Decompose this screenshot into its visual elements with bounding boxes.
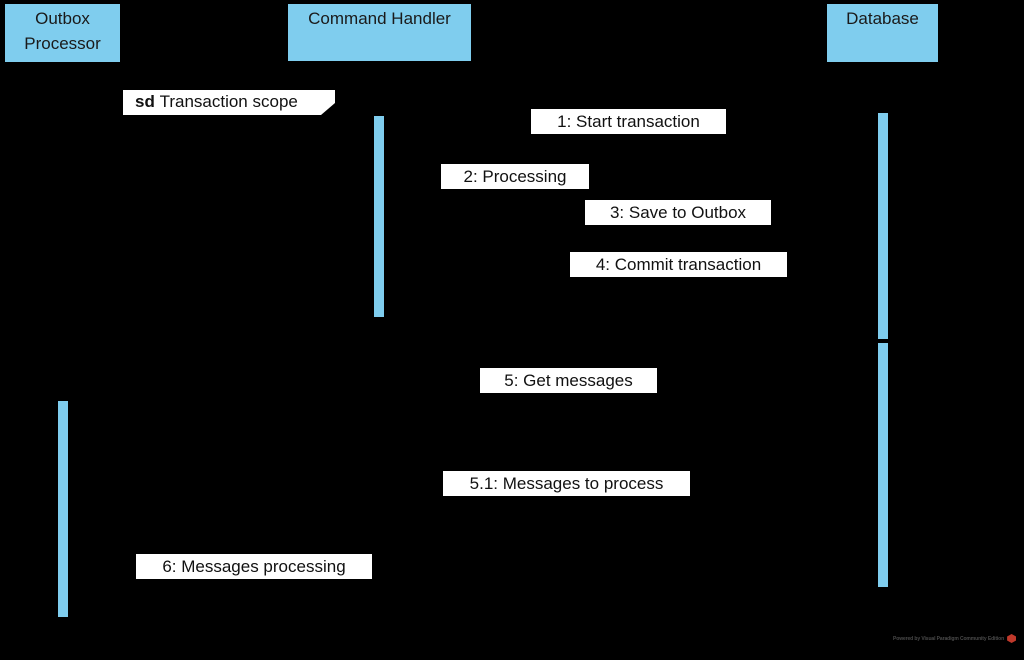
message-arrowhead-4 [866,275,877,287]
message-arrowhead-5 [866,391,877,403]
lifeline-header-database[interactable]: Database [825,2,940,64]
message-arrowhead-3 [866,223,877,235]
message-arrow-4 [385,280,877,282]
watermark-text: Powered by Visual Paradigm Community Edi… [893,635,1005,642]
watermark: Powered by Visual Paradigm Community Edi… [893,634,1017,643]
message-label-1[interactable]: 1: Start transaction [531,109,726,134]
fragment-name: Transaction scope [159,92,298,111]
activation-bar-database-first[interactable] [877,112,889,340]
fragment-keyword: sd [135,92,155,111]
message-label-5[interactable]: 5: Get messages [480,368,657,393]
message-label-6[interactable]: 6: Messages processing [136,554,372,579]
message-arrow-5 [69,396,877,398]
message-arrow-3 [385,228,877,230]
message-label-3[interactable]: 3: Save to Outbox [585,200,771,225]
message-label-4[interactable]: 4: Commit transaction [570,252,787,277]
activation-bar-outbox-processor[interactable] [57,400,69,618]
fragment-frame-transaction-scope [123,90,893,320]
message-arrowhead-6 [69,575,80,587]
fragment-label-transaction-scope: sd Transaction scope [123,90,335,115]
message-arrowhead-2 [385,185,396,197]
activation-bar-command-handler[interactable] [373,115,385,318]
message-arrowhead-5-1 [69,494,80,506]
message-arrow-5-1 [69,499,877,501]
lifeline-header-outbox-processor[interactable]: Outbox Processor [3,2,122,64]
lifeline-stem-outbox [62,64,64,654]
message-arrow-1 [385,137,877,139]
message-arrowhead-1 [866,132,877,144]
message-self-loop-2 [385,150,421,190]
lifeline-header-command-handler[interactable]: Command Handler [286,2,473,63]
message-label-5-1[interactable]: 5.1: Messages to process [443,471,690,496]
message-label-2[interactable]: 2: Processing [441,164,589,189]
visual-paradigm-logo-icon [1007,634,1017,643]
activation-bar-database-second[interactable] [877,342,889,588]
lifeline-stem-handler [378,63,380,654]
message-self-loop-6 [69,540,105,580]
